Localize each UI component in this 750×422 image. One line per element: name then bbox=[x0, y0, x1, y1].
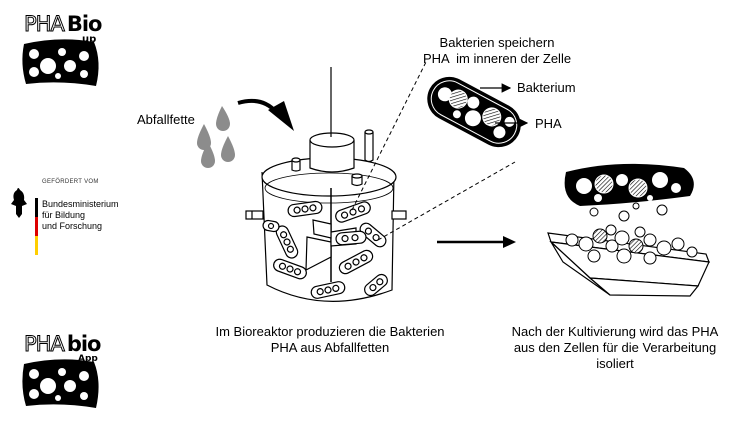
bacteria-store-line-1: Bakterien speichern bbox=[439, 35, 555, 50]
pha-label: PHA bbox=[535, 116, 562, 131]
isolation-caption-line-3: isoliert bbox=[596, 356, 634, 371]
sponsor-heading: GEFÖRDERT VOM bbox=[42, 179, 99, 185]
process-arrow bbox=[437, 236, 516, 248]
logo-bio-text: bio bbox=[66, 332, 102, 356]
falling-pha-granules bbox=[589, 202, 668, 222]
waste-fat-drops-icon bbox=[197, 106, 235, 168]
zoom-lines bbox=[351, 59, 516, 241]
logo-pha-text: PHA bbox=[24, 332, 66, 357]
isolation-caption: Nach der Kultivierung wird das PHA aus d… bbox=[490, 324, 740, 372]
zoomed-bacterium-graphic bbox=[427, 76, 521, 148]
waste-fats-label: Abfallfette bbox=[137, 112, 195, 127]
phabio-app-logo-graphic bbox=[22, 359, 99, 408]
sponsor-line-3: und Forschung bbox=[42, 221, 103, 231]
bacteria-store-label: Bakterien speichern PHA im inneren der Z… bbox=[402, 35, 592, 67]
isolation-caption-line-1: Nach der Kultivierung wird das PHA bbox=[511, 324, 719, 339]
logo-up-suffix: up bbox=[82, 34, 97, 45]
isolation-caption-line-2: aus den Zellen für die Verarbeitung bbox=[513, 340, 717, 355]
bacteria-store-line-2: PHA im inneren der Zelle bbox=[422, 51, 572, 66]
logo-app-suffix: App bbox=[78, 354, 98, 364]
feed-arrow-icon bbox=[237, 98, 294, 131]
phabio-up-logo-graphic bbox=[22, 39, 99, 86]
bioreactor-graphic bbox=[245, 67, 407, 302]
federal-eagle-icon bbox=[11, 188, 27, 218]
tray-pha-granules bbox=[565, 224, 698, 265]
bioreactor-caption-line-1: Im Bioreaktor produzieren die Bakterien bbox=[215, 324, 445, 339]
bioreactor-caption: Im Bioreaktor produzieren die Bakterien … bbox=[190, 324, 470, 356]
sponsor-line-1: Bundesministerium bbox=[42, 199, 119, 209]
sponsor-line-2: für Bildung bbox=[42, 210, 86, 220]
reactor-bacteria bbox=[262, 200, 388, 299]
german-flag-icon bbox=[35, 198, 38, 255]
broken-cell-graphic bbox=[564, 163, 694, 206]
bioreactor-caption-line-2: PHA aus Abfallfetten bbox=[270, 340, 390, 355]
logo-bio-text: Bio bbox=[66, 12, 103, 36]
logo-pha-text: PHA bbox=[24, 12, 66, 37]
bacterium-label: Bakterium bbox=[517, 80, 576, 95]
sponsor-ministry-name: Bundesministerium für Bildung und Forsch… bbox=[42, 199, 119, 232]
